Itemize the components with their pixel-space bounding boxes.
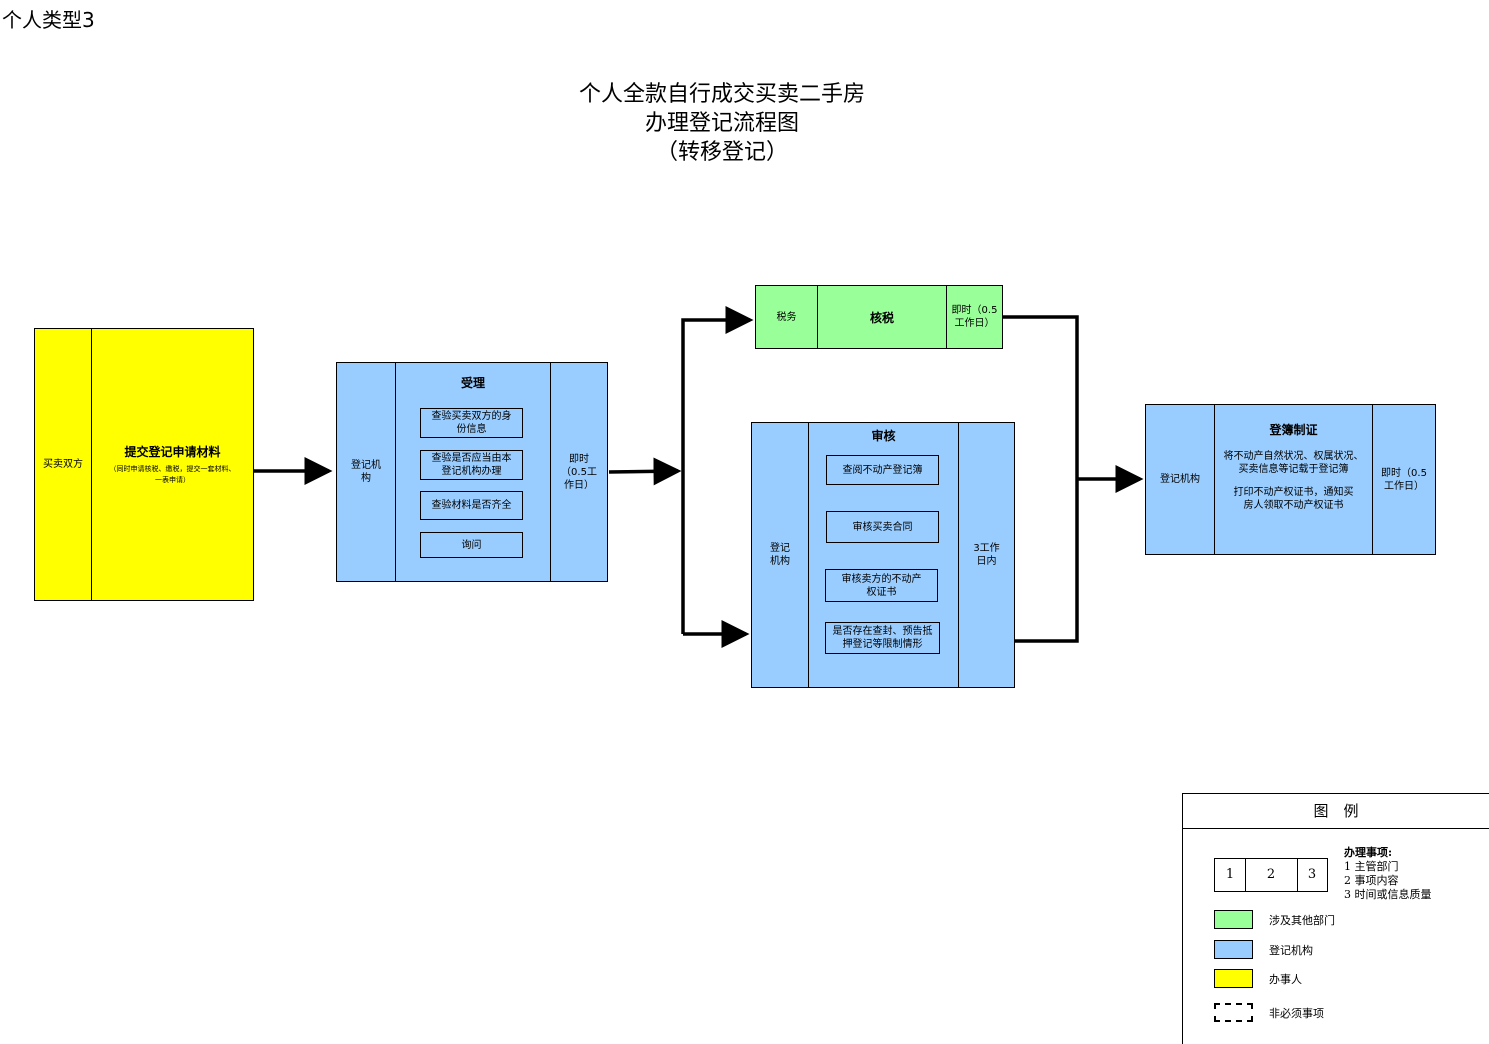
legend-label-yellow: 办事人 [1269,973,1302,986]
legend-item-3: 3 时间或信息质量 [1344,888,1432,901]
legend-swatch-dashed [1214,1003,1253,1022]
register-dept: 登记机构 [1146,405,1215,554]
legend-swatch-blue [1214,940,1253,959]
register-box: 登记机构 登簿制证 将不动产自然状况、权属状况、买卖信息等记载于登记簿 打印不动… [1145,404,1436,555]
register-time: 即时（0.5工作日） [1381,467,1427,492]
legend-label-blue: 登记机构 [1269,944,1313,957]
review-item-4: 是否存在查封、预告抵押登记等限制情形 [825,622,940,654]
tax-content: 核税 [818,286,947,348]
register-content: 登簿制证 将不动产自然状况、权属状况、买卖信息等记载于登记簿 打印不动产权证书，… [1215,405,1373,554]
legend-label-dashed: 非必须事项 [1269,1007,1324,1020]
legend-title: 图 例 [1183,794,1489,829]
legend-items: 办理事项: 1 主管部门 2 事项内容 3 时间或信息质量 [1344,846,1432,902]
accept-dept: 登记机构 [337,363,396,581]
legend-box: 图 例 1 2 3 办理事项: 1 主管部门 2 事项内容 3 时间或信息质量 … [1182,793,1489,1044]
applicant-box: 买卖双方 提交登记申请材料 （同时申请核税、缴税，提交一套材料、一表申请） [34,328,254,601]
register-title: 登簿制证 [1269,423,1318,437]
legend-item-1: 1 主管部门 [1344,860,1399,873]
branch-to-tax [681,306,754,634]
legend-item-2: 2 事项内容 [1344,874,1399,887]
arrow-accept-to-split [608,457,682,486]
applicant-title: 提交登记申请材料 [124,445,221,459]
accept-item-1: 查验买卖双方的身份信息 [420,408,523,438]
review-title: 审核 [871,429,896,443]
type-label: 个人类型3 [2,8,95,32]
accept-box: 登记机构 受理 即时（0.5工作日） 查验买卖双方的身份信息 查验是否应当由本登… [336,362,608,582]
legend-cell-3: 3 [1307,867,1317,882]
legend-cell-1: 1 [1215,859,1246,891]
review-dept: 登记机构 [752,423,809,687]
legend-label-green: 涉及其他部门 [1269,914,1335,927]
accept-title: 受理 [460,376,485,390]
review-content: 审核 [809,423,959,687]
tax-dept: 税务 [756,286,818,348]
legend-swatch-yellow [1214,969,1253,988]
title-line-1: 个人全款自行成交买卖二手房 [578,82,865,107]
accept-content: 受理 [396,363,551,581]
diagram-title: 个人全款自行成交买卖二手房 办理登记流程图 （转移登记） [520,80,924,167]
review-box: 登记机构 审核 3工作日内 查阅不动产登记簿 审核买卖合同 审核卖方的不动产权证… [751,422,1015,688]
accept-item-2: 查验是否应当由本登记机构办理 [420,450,523,480]
accept-time: 即时（0.5工作日） [561,453,597,491]
title-line-2: 办理登记流程图 [644,111,799,136]
legend-heading: 办理事项: [1344,846,1393,859]
accept-item-3: 查验材料是否齐全 [420,491,523,520]
review-item-1: 查阅不动产登记簿 [826,455,939,485]
tax-box: 税务 核税 即时（0.5工作日） [755,285,1003,349]
applicant-note: （同时申请核税、缴税，提交一套材料、一表申请） [109,465,236,484]
register-line-1: 将不动产自然状况、权属状况、买卖信息等记载于登记簿 [1223,451,1364,475]
register-line-2: 打印不动产权证书，通知买房人领取不动产权证书 [1233,487,1354,511]
review-time: 3工作日内 [973,543,1000,567]
legend-cell-2: 2 [1245,859,1298,891]
tax-time: 即时（0.5工作日） [951,305,998,329]
legend-sample-box: 1 2 3 [1214,858,1328,892]
accept-item-4: 询问 [420,532,523,558]
applicant-dept: 买卖双方 [35,329,92,600]
legend-swatch-green [1214,910,1253,929]
review-item-2: 审核买卖合同 [826,511,939,543]
applicant-content: 提交登记申请材料 （同时申请核税、缴税，提交一套材料、一表申请） [92,329,253,600]
review-item-3: 审核卖方的不动产权证书 [825,569,938,602]
title-line-3: （转移登记） [655,140,788,165]
